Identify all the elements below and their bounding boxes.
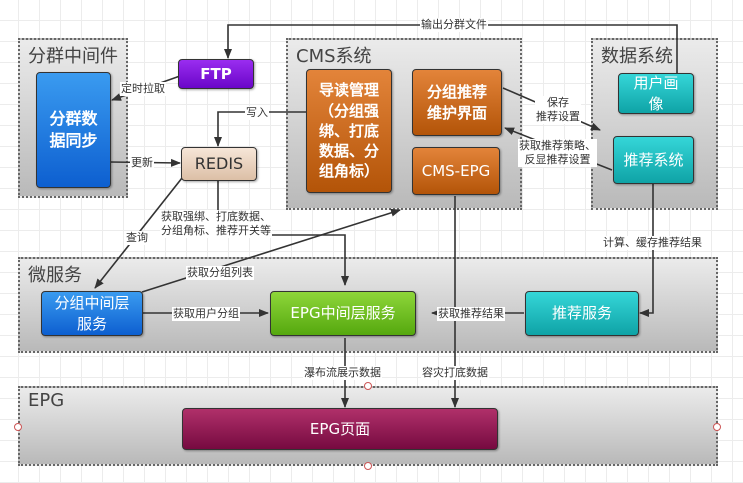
edge-label-fetch-user-group: 获取用户分组 [172,307,240,321]
group-title: 数据系统 [601,46,673,67]
edge-write [214,111,306,147]
node-recommend-service[interactable]: 推荐服务 [525,291,639,336]
group-title: 微服务 [28,265,82,286]
resize-handle-left[interactable] [14,423,22,431]
node-group-middle-service[interactable]: 分组中间层 服务 [41,291,143,336]
edge-label-save-settings: 保存 推荐设置 [535,96,581,124]
edge-label-scheduled-pull: 定时拉取 [120,82,166,96]
edge-fetch-group-list [141,208,401,293]
edge-label-waterfall-data: 瀑布流展示数据 [303,366,382,380]
node-epg-middle-service[interactable]: EPG中间层服务 [270,291,416,336]
edge-label-update: 更新 [130,156,154,170]
node-user-profile[interactable]: 用户画 像 [618,73,694,114]
edge-label-fetch-strategy: 获取推荐策略、 反显推荐设置 [518,139,597,167]
edge-compute-cache [639,184,654,317]
group-title: 分群中间件 [28,46,118,67]
edge-fetch-binding [217,180,349,286]
edge-label-fetch-binding: 获取强绑、打底数据、 分组角标、推荐开关等 [160,210,272,238]
edge-label-fetch-recommend-result: 获取推荐结果 [437,307,505,321]
node-redis[interactable]: REDIS [181,147,257,181]
resize-handle-top[interactable] [364,382,372,390]
edge-label-fallback-data: 容灾打底数据 [421,366,489,380]
group-title: EPG [28,390,65,411]
node-group-recommend-ui[interactable]: 分组推荐 维护界面 [412,69,502,136]
node-ftp[interactable]: FTP [178,59,254,89]
node-cms-epg[interactable]: CMS-EPG [412,147,500,195]
node-guide-management[interactable]: 导读管理 （分组强 绑、打底 数据、分 组角标） [306,69,392,193]
edge-label-write: 写入 [245,106,269,120]
edge-output-cluster-file [224,24,678,73]
resize-handle-bottom[interactable] [364,462,372,470]
node-recommend-system[interactable]: 推荐系统 [613,136,694,184]
node-cluster-data-sync[interactable]: 分群数 据同步 [36,72,111,188]
edge-label-compute-cache: 计算、缓存推荐结果 [602,236,703,250]
edge-label-query: 查询 [125,231,149,245]
group-title: CMS系统 [296,46,372,67]
edge-label-fetch-group-list: 获取分组列表 [186,266,254,280]
edge-label-output-cluster-file: 输出分群文件 [420,18,488,32]
resize-handle-right[interactable] [713,423,721,431]
node-epg-page[interactable]: EPG页面 [182,408,498,450]
